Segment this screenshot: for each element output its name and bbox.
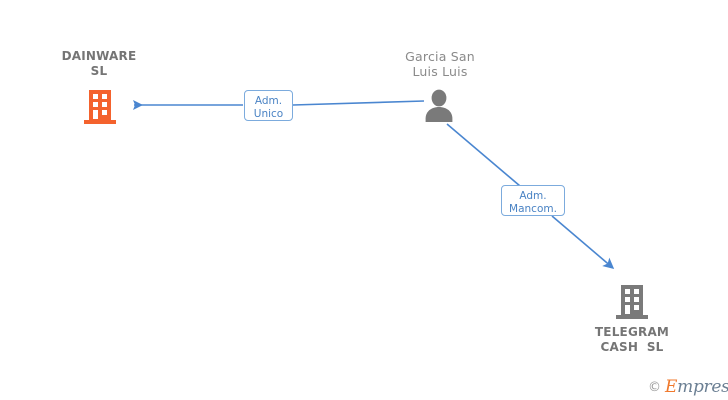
person-icon (425, 89, 453, 122)
edge-adm-unico-line (133, 100, 425, 110)
edge-label-adm-mancom[interactable]: Adm. Mancom. (501, 185, 565, 216)
brand-wordmark: Empresia (665, 377, 728, 397)
edge-label-adm-unico[interactable]: Adm. Unico (244, 90, 293, 121)
brand-initial: E (665, 377, 678, 397)
node-label-telegram-cash: TELEGRAM CASH SL (594, 325, 670, 354)
node-label-dainware: DAINWARE SL (61, 49, 137, 78)
copyright-icon: © (648, 379, 661, 395)
node-label-garcia: Garcia San Luis Luis (405, 49, 475, 79)
building-icon (84, 90, 116, 124)
watermark-empresia: © Empresia (648, 377, 728, 397)
building-icon (616, 285, 648, 319)
brand-rest: mpresia (677, 377, 728, 397)
edge-adm-mancom-line (446, 123, 615, 269)
